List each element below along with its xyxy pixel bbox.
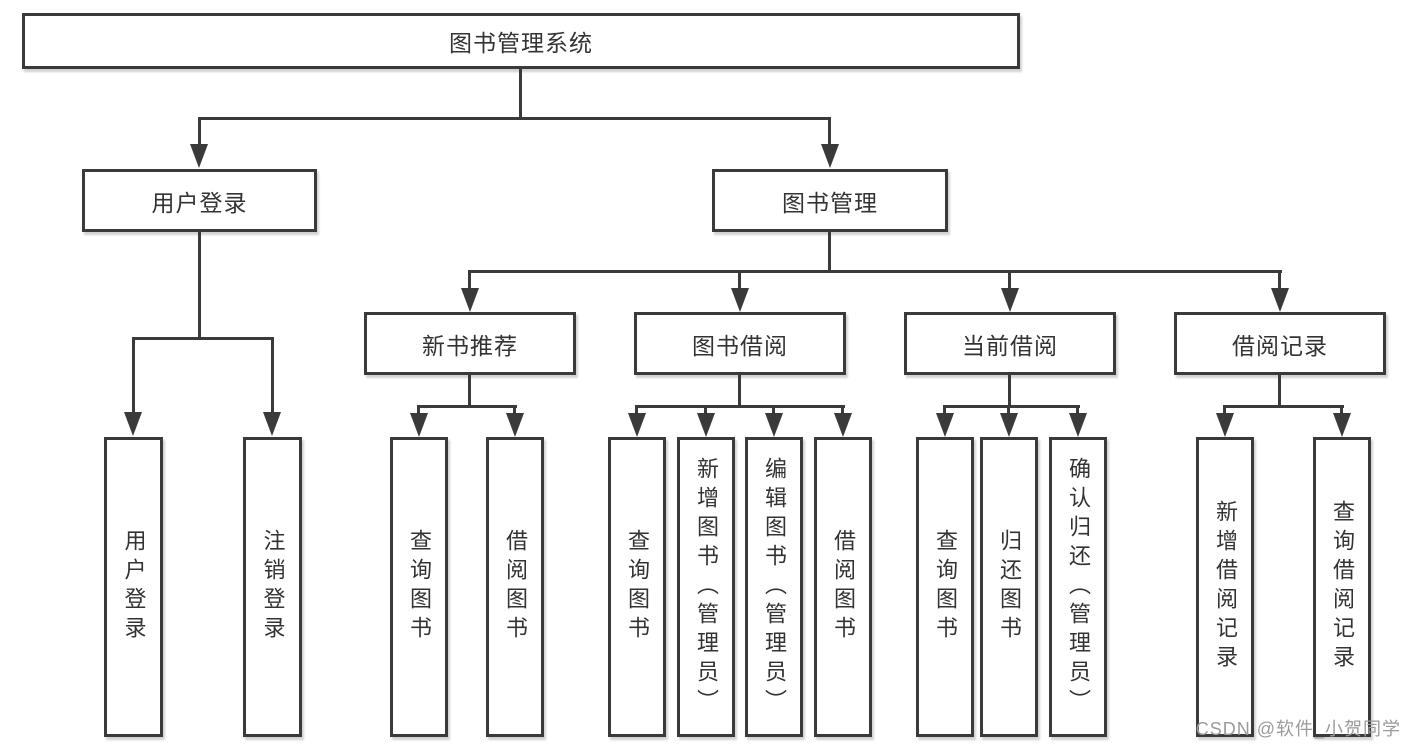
leaf-label: 查询图书 xyxy=(407,529,432,645)
arrowhead-down-icon xyxy=(506,413,524,437)
connector xyxy=(468,270,471,290)
connector xyxy=(1076,405,1079,417)
leaf-label: 确认归还（管理员） xyxy=(1066,456,1091,718)
arrowhead-down-icon xyxy=(731,288,749,312)
watermark: CSDN @软件_小贺同学 xyxy=(1195,719,1401,739)
leaf-label: 查询图书 xyxy=(933,529,958,645)
leaf-add-borrow-record: 新增借阅记录 xyxy=(1196,437,1254,737)
leaf-label: 借阅图书 xyxy=(503,529,528,645)
connector xyxy=(1008,375,1011,408)
arrowhead-down-icon xyxy=(1000,413,1018,437)
connector xyxy=(271,337,274,414)
leaf-query-books: 查询图书 xyxy=(916,437,974,737)
arrowhead-down-icon xyxy=(124,412,142,436)
leaf-query-books: 查询图书 xyxy=(390,437,448,737)
leaf-label: 注销登录 xyxy=(260,529,286,645)
arrowhead-down-icon xyxy=(1069,413,1087,437)
connector xyxy=(841,405,844,417)
connector xyxy=(132,337,135,414)
leaf-label: 查询图书 xyxy=(625,529,650,645)
connector xyxy=(828,232,831,273)
leaf-label: 用户登录 xyxy=(121,529,147,645)
arrowhead-down-icon xyxy=(628,413,646,437)
arrowhead-down-icon xyxy=(936,413,954,437)
connector xyxy=(132,337,274,340)
leaf-confirm-return-admin: 确认归还（管理员） xyxy=(1049,437,1107,737)
node-book-management: 图书管理 xyxy=(712,169,948,232)
node-book-borrow: 图书借阅 xyxy=(634,312,846,375)
leaf-query-books: 查询图书 xyxy=(608,437,666,737)
arrowhead-down-icon xyxy=(461,288,479,312)
connector xyxy=(828,117,831,146)
leaf-query-borrow-record: 查询借阅记录 xyxy=(1313,437,1371,737)
connector xyxy=(417,405,420,417)
arrowhead-down-icon xyxy=(1216,413,1234,437)
leaf-label: 借阅图书 xyxy=(831,529,856,645)
leaf-edit-books-admin: 编辑图书（管理员） xyxy=(745,437,803,737)
leaf-return-books: 归还图书 xyxy=(980,437,1038,737)
connector xyxy=(1008,270,1011,290)
node-new-book-recommend: 新书推荐 xyxy=(364,312,576,375)
connector xyxy=(704,405,707,417)
connector xyxy=(1223,405,1226,417)
arrowhead-down-icon xyxy=(1271,288,1289,312)
node-current-borrow: 当前借阅 xyxy=(904,312,1116,375)
connector xyxy=(1278,270,1281,290)
connector xyxy=(1007,405,1010,417)
connector xyxy=(635,405,638,417)
arrowhead-down-icon xyxy=(263,412,281,436)
connector xyxy=(417,405,517,408)
leaf-label: 归还图书 xyxy=(997,529,1022,645)
arrowhead-down-icon xyxy=(821,144,839,168)
arrowhead-down-icon xyxy=(697,413,715,437)
leaf-logout: 注销登录 xyxy=(243,437,302,737)
leaf-label: 新增图书（管理员） xyxy=(694,456,719,718)
connector xyxy=(1340,405,1343,417)
node-root: 图书管理系统 xyxy=(22,13,1020,69)
arrowhead-down-icon xyxy=(834,413,852,437)
connector xyxy=(198,117,831,120)
connector xyxy=(198,117,201,146)
connector xyxy=(468,375,471,408)
connector xyxy=(738,375,741,408)
leaf-label: 编辑图书（管理员） xyxy=(762,456,787,718)
connector xyxy=(943,405,1080,408)
leaf-user-login: 用户登录 xyxy=(104,437,163,737)
arrowhead-down-icon xyxy=(410,413,428,437)
connector xyxy=(1223,405,1344,408)
connector xyxy=(198,232,201,340)
leaf-add-books-admin: 新增图书（管理员） xyxy=(677,437,735,737)
arrowhead-down-icon xyxy=(1333,413,1351,437)
connector xyxy=(468,270,1282,273)
node-user-login: 用户登录 xyxy=(82,169,317,232)
node-borrow-records: 借阅记录 xyxy=(1174,312,1386,375)
connector xyxy=(635,405,845,408)
arrowhead-down-icon xyxy=(765,413,783,437)
leaf-label: 新增借阅记录 xyxy=(1213,500,1238,674)
connector xyxy=(943,405,946,417)
arrowhead-down-icon xyxy=(190,144,208,168)
arrowhead-down-icon xyxy=(1001,288,1019,312)
connector xyxy=(1278,375,1281,408)
leaf-borrow-books: 借阅图书 xyxy=(486,437,544,737)
connector xyxy=(738,270,741,290)
leaf-label: 查询借阅记录 xyxy=(1330,500,1355,674)
connector xyxy=(513,405,516,417)
connector xyxy=(772,405,775,417)
leaf-borrow-books: 借阅图书 xyxy=(814,437,872,737)
connector xyxy=(519,69,522,120)
